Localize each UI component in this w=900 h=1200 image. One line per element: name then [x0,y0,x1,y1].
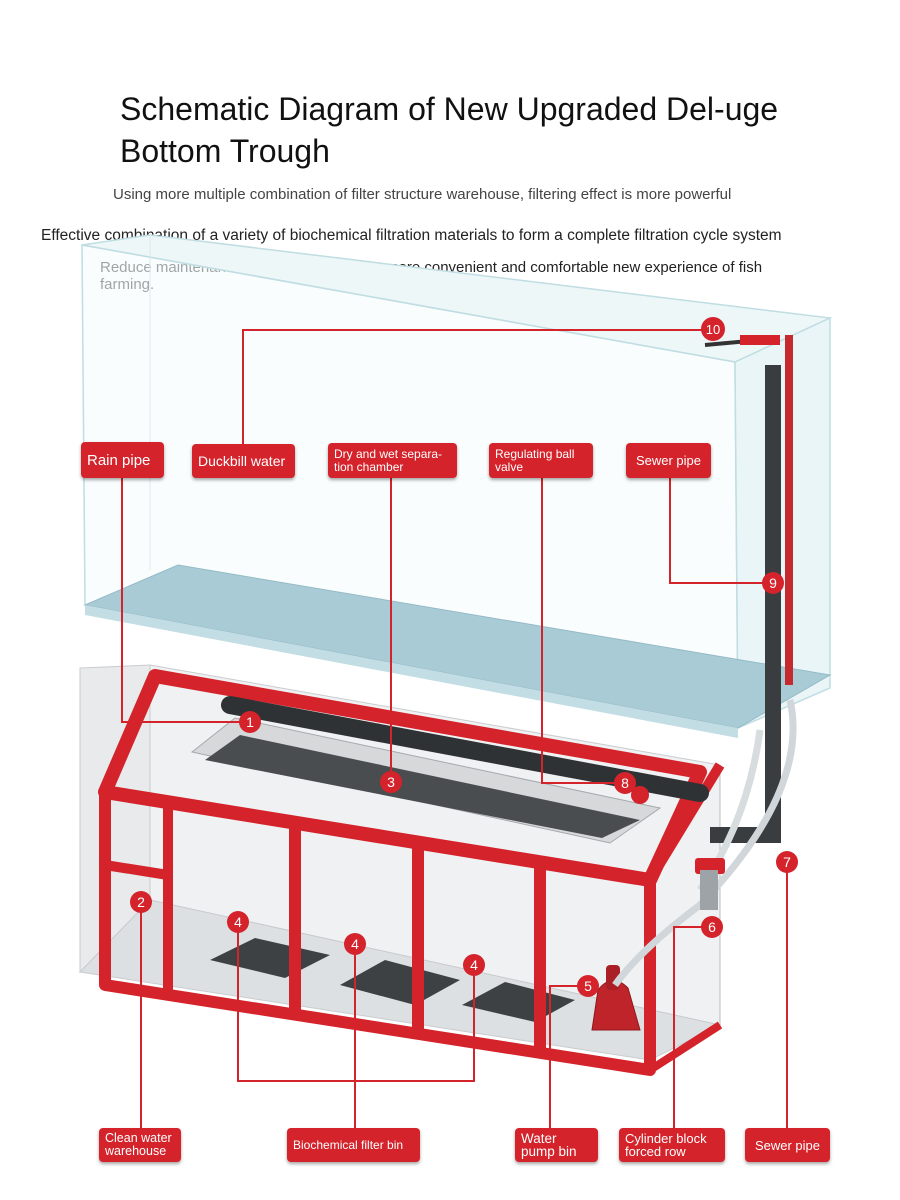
svg-text:4: 4 [234,914,242,930]
subtitle-2: Effective combination of a variety of bi… [41,227,782,244]
marker-2: 2 [130,891,152,913]
marker-6: 6 [701,916,723,938]
label-rain-pipe: Rain pipe [81,442,164,478]
marker-7: 7 [776,851,798,873]
label-biochemical-filter-bin: Biochemical filter bin [287,1128,420,1162]
svg-text:4: 4 [351,936,359,952]
marker-5: 5 [577,975,599,997]
red-frame [98,669,725,1076]
svg-text:7: 7 [783,854,791,870]
marker-4a: 4 [227,911,249,933]
marker-3: 3 [380,771,402,793]
markers: 1 2 3 4 4 4 5 6 7 8 9 10 [130,317,798,997]
label-regulating-ball-valve: Regulating ball valve [489,443,593,478]
subtitle-1: Using more multiple combination of filte… [113,186,732,203]
label-dry-wet-chamber: Dry and wet separa-tion chamber [328,443,457,478]
svg-text:6: 6 [708,919,716,935]
leader-lines [121,329,788,1138]
marker-1: 1 [239,711,261,733]
marker-10: 10 [701,317,725,341]
label-cylinder-block-forced-row: Cylinder block forced row [619,1128,725,1162]
label-duckbill-water: Duckbill water [192,444,295,478]
svg-text:4: 4 [470,957,478,973]
svg-text:3: 3 [387,774,395,790]
svg-text:9: 9 [769,575,777,591]
marker-4c: 4 [463,954,485,976]
marker-8: 8 [614,772,636,794]
dry-wet-chamber-tray [190,717,662,844]
label-sewer-pipe-top: Sewer pipe [626,443,711,478]
svg-text:2: 2 [137,894,145,910]
svg-text:1: 1 [246,714,254,730]
water-surface [83,564,832,738]
label-water-pump-bin: Water pump bin [515,1128,598,1162]
svg-text:10: 10 [706,322,720,337]
svg-text:8: 8 [621,775,629,791]
page-title: Schematic Diagram of New Upgraded Del-ug… [120,91,779,169]
marker-9: 9 [762,572,784,594]
svg-text:5: 5 [584,978,592,994]
label-clean-water-warehouse: Clean water warehouse [99,1128,181,1162]
marker-4b: 4 [344,933,366,955]
label-sewer-pipe-bottom: Sewer pipe [745,1128,830,1162]
